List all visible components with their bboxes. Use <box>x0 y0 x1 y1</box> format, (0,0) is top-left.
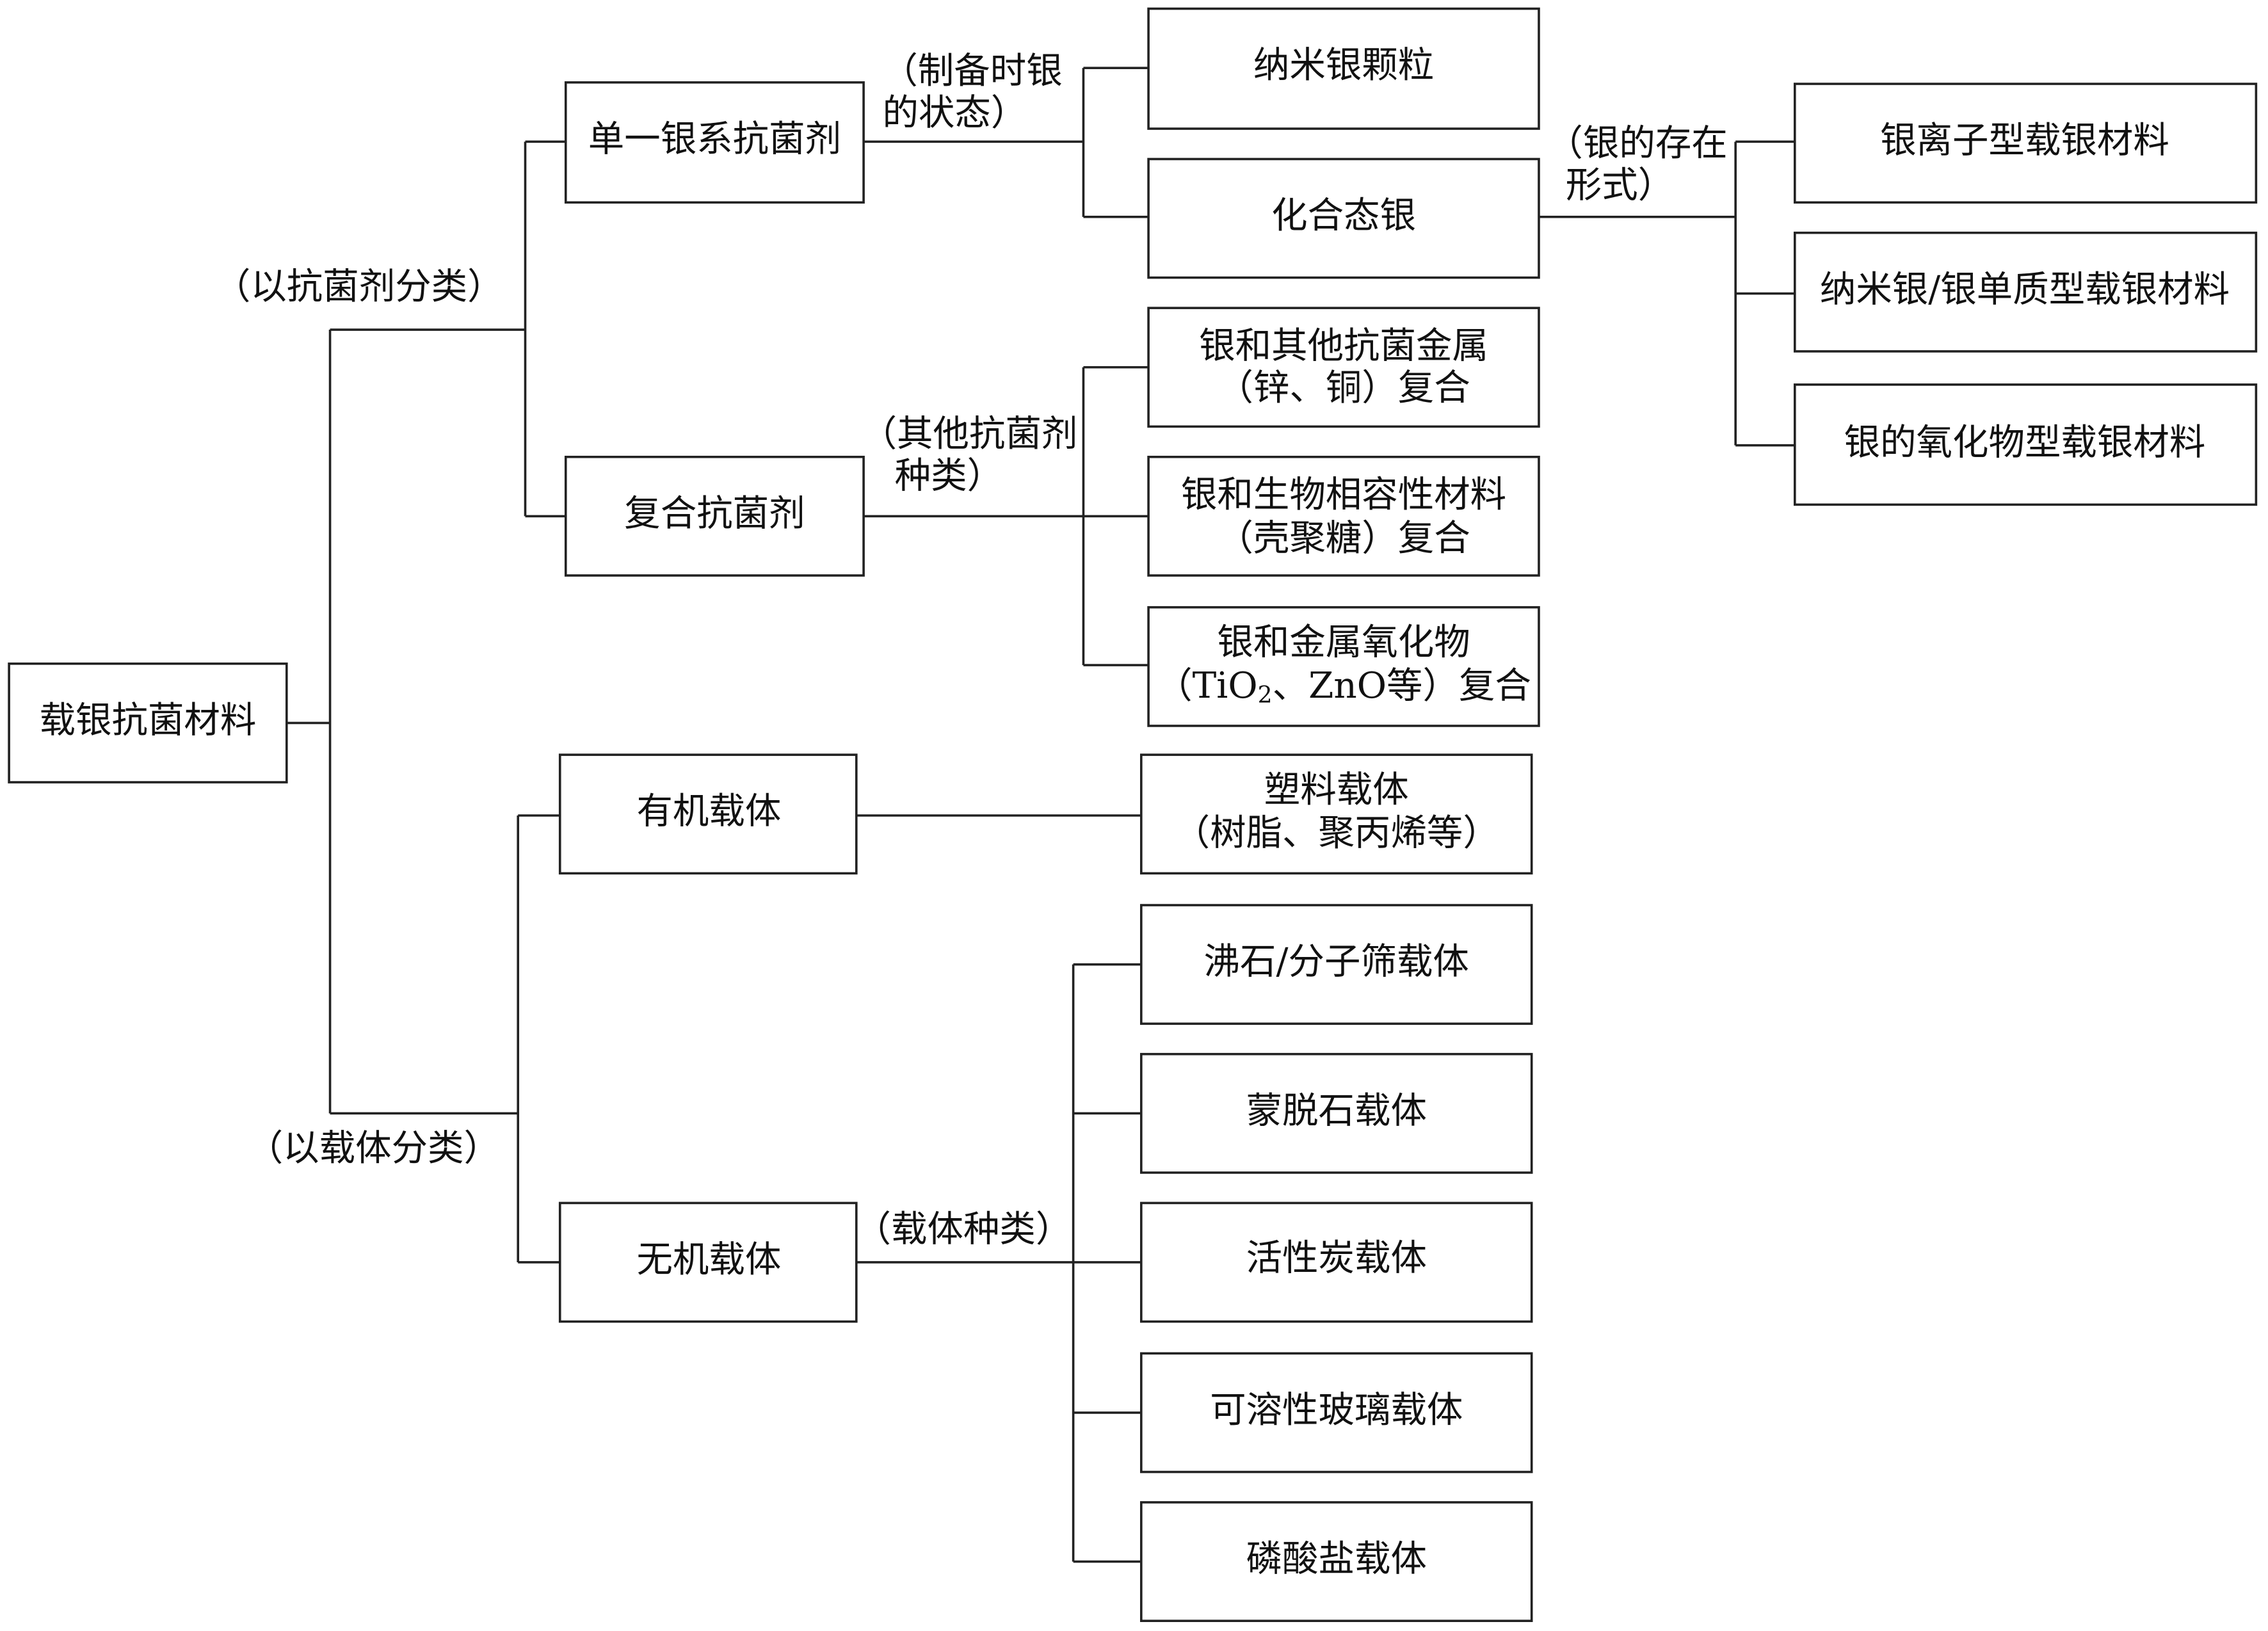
node-organic-carrier: 有机载体 <box>558 753 858 875</box>
svg-text:银和其他抗菌金属: 银和其他抗菌金属 <box>1199 325 1488 367</box>
svg-text:（壳聚糖）复合: （壳聚糖）复合 <box>1217 517 1470 559</box>
svg-text:化合态银: 化合态银 <box>1271 195 1416 237</box>
node-phosphate-carrier: 磷酸盐载体 <box>1139 1501 1533 1622</box>
svg-text:复合抗菌剂: 复合抗菌剂 <box>624 493 805 534</box>
node-silver-metal-oxide: 银和金属氧化物 （TiO2、ZnO等）复合 <box>1147 606 1540 727</box>
svg-text:活性炭载体: 活性炭载体 <box>1246 1237 1427 1279</box>
node-montmorillonite-carrier: 蒙脱石载体 <box>1139 1052 1533 1174</box>
svg-text:无机载体: 无机载体 <box>636 1239 781 1280</box>
connector-lines <box>286 67 1795 1563</box>
svg-text:磷酸盐载体: 磷酸盐载体 <box>1246 1538 1427 1580</box>
svg-text:塑料载体: 塑料载体 <box>1264 769 1409 810</box>
svg-text:蒙脱石载体: 蒙脱石载体 <box>1246 1090 1427 1132</box>
root-node: 载银抗菌材料 <box>8 663 288 783</box>
node-nano-silver-elemental-type: 纳米银/银单质型载银材料 <box>1793 231 2258 353</box>
branch-label-prep-state: （制备时银 <box>881 51 1062 92</box>
svg-text:（树脂、聚丙烯等）: （树脂、聚丙烯等） <box>1174 812 1499 854</box>
branch-label-carrier-types: （载体种类） <box>855 1209 1072 1250</box>
node-soluble-glass-carrier: 可溶性玻璃载体 <box>1139 1352 1533 1474</box>
svg-text:沸石/分子筛载体: 沸石/分子筛载体 <box>1204 941 1469 983</box>
branch-label-exist-form: （银的存在 <box>1547 123 1727 165</box>
node-plastic-carrier: 塑料载体（树脂、聚丙烯等） <box>1139 753 1533 875</box>
svg-text:单一银系抗菌剂: 单一银系抗菌剂 <box>588 118 841 160</box>
svg-text:（锌、铜）复合: （锌、铜）复合 <box>1217 367 1470 408</box>
svg-text:可溶性玻璃载体: 可溶性玻璃载体 <box>1210 1389 1463 1431</box>
svg-text:银和生物相容性材料: 银和生物相容性材料 <box>1181 474 1506 516</box>
node-inorganic-carrier: 无机载体 <box>558 1201 858 1323</box>
svg-text:纳米银/银单质型载银材料: 纳米银/银单质型载银材料 <box>1820 269 2230 310</box>
node-zeolite-carrier: 沸石/分子筛载体 <box>1139 904 1533 1025</box>
svg-text:（TiO2、ZnO等）复合: （TiO2、ZnO等）复合 <box>1156 665 1531 709</box>
svg-text:纳米银颗粒: 纳米银颗粒 <box>1253 45 1434 86</box>
node-silver-ion-type: 银离子型载银材料 <box>1793 83 2258 204</box>
node-silver-biocompatible: 银和生物相容性材料（壳聚糖）复合 <box>1147 455 1540 577</box>
svg-text:载银抗菌材料: 载银抗菌材料 <box>40 700 257 741</box>
branch-label-by-carrier: （以载体分类） <box>247 1128 500 1169</box>
branch-label-prep-state-2: 的状态） <box>882 92 1027 134</box>
branch-label-other-agents: （其他抗菌剂 <box>861 414 1078 455</box>
node-composite: 复合抗菌剂 <box>564 455 865 577</box>
svg-text:银的氧化物型载银材料: 银的氧化物型载银材料 <box>1844 422 2206 463</box>
node-compound-silver: 化合态银 <box>1147 157 1540 279</box>
branch-label-exist-form-2: 形式） <box>1566 165 1674 206</box>
node-silver-other-metals: 银和其他抗菌金属（锌、铜）复合 <box>1147 307 1540 428</box>
node-single-silver: 单一银系抗菌剂 <box>564 81 865 204</box>
node-silver-oxide-type: 银的氧化物型载银材料 <box>1793 383 2258 506</box>
node-nano-silver-particles: 纳米银颗粒 <box>1147 7 1540 130</box>
branch-label-other-agents-2: 种类） <box>895 455 1003 497</box>
svg-text:银和金属氧化物: 银和金属氧化物 <box>1217 622 1470 663</box>
branch-label-by-agent: （以抗菌剂分类） <box>214 266 504 307</box>
svg-text:有机载体: 有机载体 <box>636 791 781 832</box>
svg-text:银离子型载银材料: 银离子型载银材料 <box>1880 120 2169 161</box>
node-activated-carbon-carrier: 活性炭载体 <box>1139 1201 1533 1323</box>
